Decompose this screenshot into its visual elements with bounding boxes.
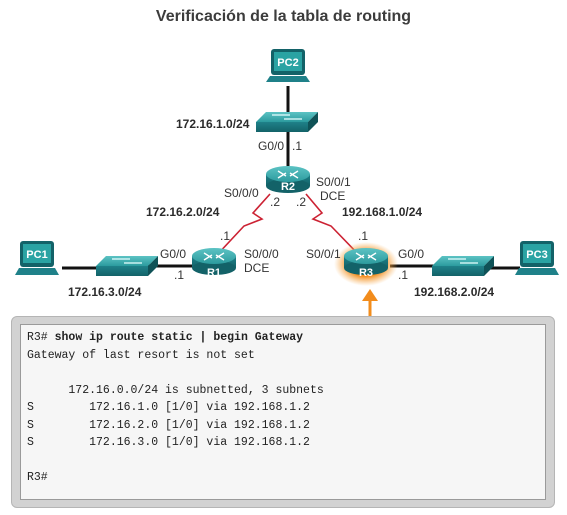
r1-g00-label: G0/0 [160,247,186,261]
r2-s001-label: S0/0/1 [316,175,351,189]
r2-g00-host: .1 [292,139,302,153]
serial-link-r1-r2 [215,193,271,257]
terminal-line: 172.16.0.0/24 is subnetted, 3 subnets [27,383,324,397]
switch-r1-lan[interactable] [96,256,158,276]
terminal-line: S 172.16.2.0 [1/0] via 192.168.1.2 [27,418,310,432]
router-icon [192,248,236,275]
network-label-lan-r3: 192.168.2.0/24 [414,285,494,299]
pc3[interactable]: PC3 [515,241,559,275]
switch-icon [96,256,158,276]
terminal-line: R3# show ip route static | begin Gateway [27,329,545,347]
pc2[interactable]: PC2 [266,49,310,82]
r3-g00-label: G0/0 [398,247,424,261]
router-icon [266,166,310,193]
terminal-line: S 172.16.3.0 [1/0] via 192.168.1.2 [27,436,310,449]
router-r1[interactable]: R1 [192,248,236,279]
terminal-frame: R3# show ip route static | begin Gateway… [11,316,555,508]
diagram-title: Verificación de la tabla de routing [155,8,412,25]
switch-icon [256,112,318,132]
pc2-label: PC2 [277,57,298,69]
r3-s001-label: S0/0/1 [306,247,341,261]
r1-s000-dce: DCE [244,261,269,275]
r2-s001-dce: DCE [320,189,345,203]
network-label-lan-r1: 172.16.3.0/24 [68,285,142,299]
router-icon [344,248,388,275]
router-r2[interactable]: R2 [266,166,310,193]
r3-label: R3 [359,267,373,279]
r1-g00-host: .1 [174,268,184,282]
r1-s000-host: .1 [220,229,230,243]
pc-icon [15,241,59,275]
network-topology: PC2 PC1 [15,49,559,318]
serial-link-r2-r3 [305,193,361,257]
terminal-line: R3# [27,471,48,484]
pc3-label: PC3 [526,249,547,261]
r2-s000-label: S0/0/0 [224,186,259,200]
r3-s001-host: .1 [358,229,368,243]
network-label-r1-r2: 172.16.2.0/24 [146,205,220,219]
r2-s000-host: .2 [270,195,280,209]
r1-label: R1 [207,267,221,279]
terminal-command: show ip route static | begin Gateway [54,331,304,344]
switch-r2-lan[interactable] [256,112,318,132]
network-label-lan-r2: 172.16.1.0/24 [176,117,250,131]
r3-g00-host: .1 [398,268,408,282]
r2-s001-host: .2 [296,195,306,209]
pc1[interactable]: PC1 [15,241,59,275]
pc1-label: PC1 [26,249,47,261]
switch-r3-lan[interactable] [432,256,494,276]
pc-icon [515,241,559,275]
network-label-r2-r3: 192.168.1.0/24 [342,205,422,219]
terminal-line: Gateway of last resort is not set [27,348,255,362]
r2-g00-label: G0/0 [258,139,284,153]
r1-s000-label: S0/0/0 [244,247,279,261]
pc-icon [266,49,310,82]
router-r3[interactable]: R3 [334,242,398,286]
cli-output: R3# show ip route static | begin Gateway… [20,324,546,500]
terminal-line: S 172.16.1.0 [1/0] via 192.168.1.2 [27,401,310,414]
ethernet-links [62,86,520,270]
switch-icon [432,256,494,276]
r2-label: R2 [281,181,295,193]
terminal-line [27,364,545,382]
terminal-line [27,452,545,470]
terminal-prompt: R3# [27,331,55,344]
arrow-up-icon [362,289,378,318]
